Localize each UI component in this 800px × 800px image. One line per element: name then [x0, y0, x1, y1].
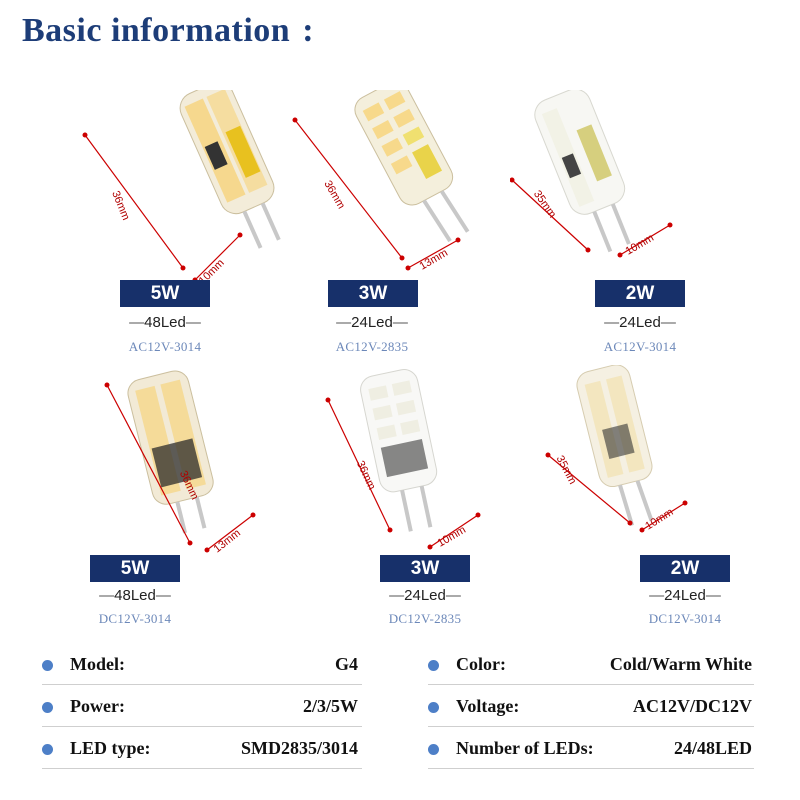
dimension-marker — [325, 397, 481, 550]
width-label: 10mm — [436, 524, 468, 550]
bullet-icon — [42, 660, 53, 671]
width-label: 10mm — [624, 232, 656, 258]
divider — [428, 684, 754, 685]
bullet-icon — [428, 702, 439, 713]
divider — [428, 768, 754, 769]
spec-text: AC12V-3014 — [603, 339, 677, 354]
length-label: 35mm — [554, 454, 579, 487]
info-label: Model: — [70, 654, 125, 674]
info-label: Color: — [456, 654, 506, 674]
led-count-text: 24Led — [404, 587, 446, 604]
led-count: —48Led— — [129, 314, 201, 331]
wattage-badge: 2W — [640, 555, 730, 582]
spec-text: DC12V-3014 — [98, 611, 172, 626]
led-count-text: 24Led — [664, 587, 706, 604]
title-colon: : — [302, 12, 315, 49]
info-label: LED type: — [70, 738, 151, 758]
product-card: 35mm 10mm 2W —24Led— AC12V-3014 — [510, 90, 750, 430]
bulb-image: 36mm 10mm — [325, 369, 481, 550]
bullet-icon — [428, 660, 439, 671]
info-row-power: Power: 2/3/5W — [42, 696, 358, 720]
info-row-led-count: Number of LEDs: 24/48LED — [428, 738, 752, 762]
info-label: Power: — [70, 696, 125, 716]
dimension-marker — [545, 452, 688, 533]
divider — [428, 726, 754, 727]
product-card: 35mm 10mm 2W —24Led— DC12V-3014 — [530, 365, 770, 705]
bulb-image: 35mm 10mm — [510, 90, 673, 258]
product-card: 36mm 10mm 3W —24Led— DC12V-2835 — [310, 365, 550, 705]
length-label: 36mm — [321, 179, 347, 211]
led-count: —24Led— — [604, 314, 676, 331]
info-value: 24/48LED — [673, 738, 752, 758]
wattage-badge: 2W — [595, 280, 685, 307]
wattage-badge: 3W — [380, 555, 470, 582]
led-count: —24Led— — [336, 314, 408, 331]
info-label: Voltage: — [456, 696, 520, 716]
wattage-badge: 5W — [120, 280, 210, 307]
info-value: G4 — [334, 654, 358, 674]
info-label: Number of LEDs: — [456, 738, 594, 758]
info-row-model: Model: G4 — [42, 654, 358, 678]
bulb-image: 36mm 13mm — [104, 370, 256, 555]
spec-text: AC12V-2835 — [335, 339, 409, 354]
dimension-marker — [104, 382, 256, 553]
spec-text: AC12V-3014 — [128, 339, 202, 354]
wattage-badge: 3W — [328, 280, 418, 307]
info-value: AC12V/DC12V — [633, 696, 752, 716]
length-label: 36mm — [354, 459, 378, 492]
product-card: 36mm 10mm 5W —48Led— AC12V-3014 — [75, 90, 315, 430]
led-count-text: 24Led — [619, 314, 661, 331]
led-count-text: 24Led — [351, 314, 393, 331]
bulb-image: 36mm 10mm — [82, 90, 281, 287]
title-text: Basic information — [22, 12, 291, 49]
width-label: 13mm — [418, 247, 450, 273]
spec-text: DC12V-2835 — [388, 611, 462, 626]
product-card: 36mm 13mm 5W —48Led— DC12V-3014 — [85, 365, 325, 705]
divider — [42, 684, 362, 685]
bullet-icon — [42, 744, 53, 755]
led-count: —24Led— — [389, 587, 461, 604]
dimension-marker — [292, 117, 461, 271]
bullet-icon — [428, 744, 439, 755]
bulb-image: 35mm 10mm — [545, 365, 688, 533]
info-row-color: Color: Cold/Warm White — [428, 654, 752, 678]
bulb-image: 36mm 13mm — [292, 90, 470, 273]
led-count: —48Led— — [99, 587, 171, 604]
led-count-text: 48Led — [144, 314, 186, 331]
info-row-voltage: Voltage: AC12V/DC12V — [428, 696, 752, 720]
product-card: 36mm 13mm 3W —24Led— AC12V-2835 — [290, 90, 530, 430]
bullet-icon — [42, 702, 53, 713]
spec-text: DC12V-3014 — [648, 611, 722, 626]
wattage-badge: 5W — [90, 555, 180, 582]
divider — [42, 726, 362, 727]
dimension-marker — [510, 177, 673, 258]
width-label: 13mm — [211, 527, 242, 555]
info-value: Cold/Warm White — [609, 654, 752, 674]
info-row-led-type: LED type: SMD2835/3014 — [42, 738, 358, 762]
divider — [42, 768, 362, 769]
info-value: SMD2835/3014 — [241, 738, 358, 758]
info-value: 2/3/5W — [302, 696, 358, 716]
led-count: —24Led— — [649, 587, 721, 604]
page-title: Basic information: — [22, 12, 314, 50]
length-label: 35mm — [531, 188, 558, 220]
led-count-text: 48Led — [114, 587, 156, 604]
